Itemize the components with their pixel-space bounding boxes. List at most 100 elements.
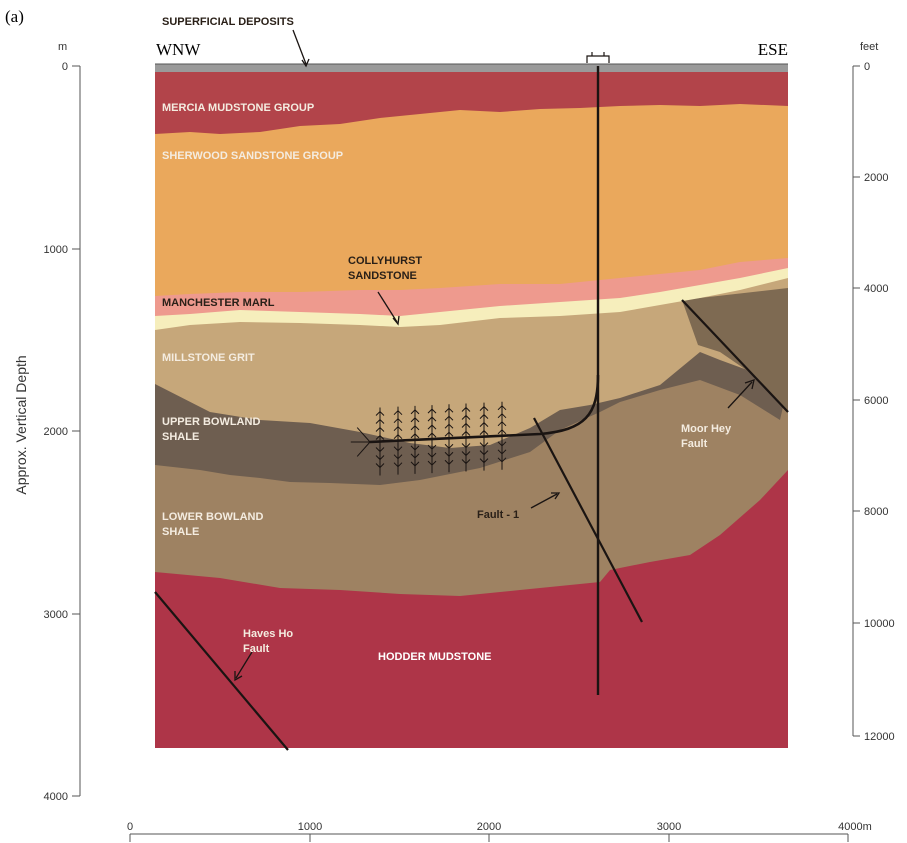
collyhurst-leader: [377, 291, 398, 323]
fracture-barb: [444, 431, 454, 437]
fracture-barb: [479, 429, 489, 435]
fracture-tip: [356, 441, 371, 457]
right-depth-axis: [852, 65, 860, 737]
fracture-barb: [375, 463, 385, 469]
bottom-tick-4000m: 4000m: [838, 821, 872, 833]
fault1-leader: [530, 493, 558, 509]
unit-labels: MERCIA MUDSTONE GROUP SHERWOOD SANDSTONE…: [162, 102, 732, 663]
fault-1-label: Fault - 1: [477, 509, 519, 521]
upper-bowland-label-1: UPPER BOWLAND: [162, 416, 260, 428]
right-tick-12000: 12000: [864, 731, 895, 743]
bottom-distance-axis: [129, 833, 849, 842]
moor-hey-fault-line: [681, 299, 789, 413]
horizontal-lateral-line: [369, 374, 600, 444]
fracture-barb: [444, 423, 454, 429]
fracture-barb: [497, 413, 507, 419]
wnw-label: WNW: [156, 40, 201, 59]
right-tick-4000: 4000: [864, 283, 888, 295]
left-tick-3000: 3000: [44, 609, 68, 621]
fracture-barb: [497, 405, 507, 411]
moor-hey-block: [682, 288, 788, 412]
fracture-barb: [444, 451, 454, 457]
fracture-barb: [461, 430, 471, 436]
fracture-barb: [427, 424, 437, 430]
sherwood-label: SHERWOOD SANDSTONE GROUP: [162, 150, 343, 162]
fracture-barb: [393, 446, 403, 452]
right-tick-0: 0: [864, 61, 870, 73]
fracture-barb: [410, 409, 420, 415]
fracture-barb: [461, 406, 471, 412]
fracture-barb: [427, 460, 437, 466]
strata: [155, 63, 788, 748]
fracture-barb: [444, 443, 454, 449]
fracture-barb: [479, 413, 489, 419]
fracture-barb: [393, 454, 403, 460]
right-tick-10000: 10000: [864, 618, 895, 630]
haves-leader: [235, 651, 253, 679]
collyhurst-label-1: COLLYHURST: [348, 255, 422, 267]
left-axis-title: Approx. Vertical Depth: [13, 355, 29, 494]
collyhurst-label-2: SANDSTONE: [348, 270, 417, 282]
fracture-barb: [410, 433, 420, 439]
fracture-barb: [427, 444, 437, 450]
lower-bowland-label-2: SHALE: [162, 526, 199, 538]
fracture-barb: [375, 447, 385, 453]
wellhead-icon: [586, 52, 610, 63]
fracture-barb: [444, 459, 454, 465]
left-tick-0: 0: [62, 61, 68, 73]
right-axis-unit: feet: [860, 41, 878, 53]
fracture-barb: [479, 442, 489, 448]
fracture-barb: [479, 405, 489, 411]
superficial-deposits-label: SUPERFICIAL DEPOSITS: [162, 16, 294, 28]
fracture-barb: [479, 450, 489, 456]
bottom-tick-2000: 2000: [477, 821, 501, 833]
left-axis-unit: m: [58, 41, 67, 53]
fracture-barb: [375, 455, 385, 461]
fracture-barb: [461, 451, 471, 457]
panel-label: (a): [5, 7, 24, 26]
haves-ho-fault-line: [154, 591, 289, 751]
superficial-leader: [292, 29, 307, 65]
left-tick-2000: 2000: [44, 426, 68, 438]
fracture-barb: [461, 443, 471, 449]
fracture-barb: [375, 410, 385, 416]
moor-hey-label-1: Moor Hey: [681, 423, 732, 435]
fracture-barb: [427, 452, 437, 458]
upper-bowland-label-2: SHALE: [162, 431, 199, 443]
fracture-barb: [497, 429, 507, 435]
fracture-barb: [497, 441, 507, 447]
millstone-label: MILLSTONE GRIT: [162, 352, 255, 364]
fracture-barb: [410, 417, 420, 423]
ese-label: ESE: [758, 40, 788, 59]
fracture-barb: [444, 415, 454, 421]
fracture-barb: [427, 416, 437, 422]
fracture-barb: [375, 418, 385, 424]
haves-fault-label-2: Fault: [243, 643, 270, 655]
fracture-barb: [410, 461, 420, 467]
fracture-barb: [375, 434, 385, 440]
left-tick-1000: 1000: [44, 244, 68, 256]
fracture-barb: [497, 421, 507, 427]
hodder-label: HODDER MUDSTONE: [378, 651, 491, 663]
fracture-branches: [350, 401, 507, 476]
lower-bowland-label-1: LOWER BOWLAND: [162, 511, 263, 523]
fracture-barb: [375, 426, 385, 432]
fracture-barb: [461, 422, 471, 428]
fracture-barb: [393, 462, 403, 468]
haves-fault-label-1: Haves Ho: [243, 628, 293, 640]
fracture-barb: [479, 421, 489, 427]
right-tick-8000: 8000: [864, 506, 888, 518]
fracture-barb: [461, 459, 471, 465]
manchester-label: MANCHESTER MARL: [162, 297, 275, 309]
fracture-barb: [393, 425, 403, 432]
fracture-barb: [410, 445, 420, 451]
leader-arrows: [234, 29, 755, 682]
fracture-barb: [393, 409, 403, 416]
superficial-deposits-band: [155, 64, 788, 72]
fracture-barb: [410, 425, 420, 431]
fracture-barb: [461, 414, 471, 420]
bottom-tick-0: 0: [127, 821, 133, 833]
left-tick-4000: 4000: [44, 791, 68, 803]
right-tick-6000: 6000: [864, 395, 888, 407]
